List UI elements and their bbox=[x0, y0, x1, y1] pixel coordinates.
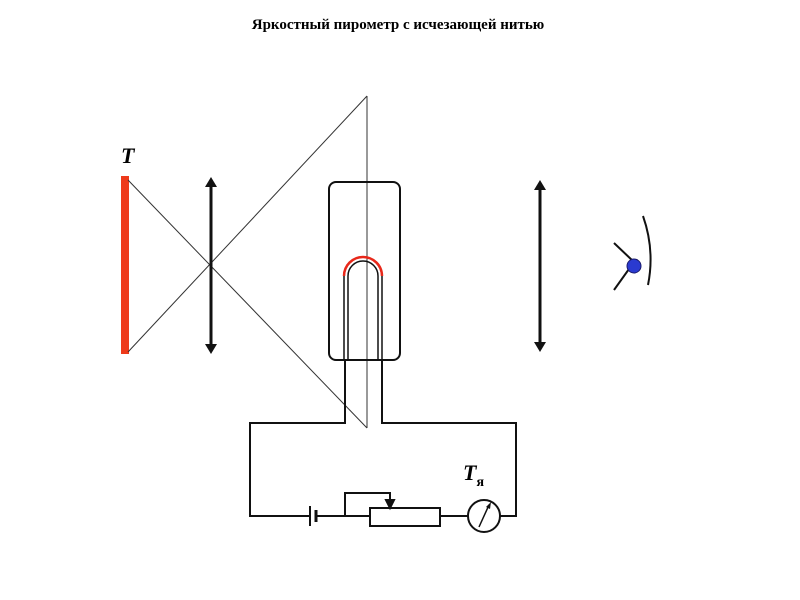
radiation-source bbox=[121, 176, 129, 354]
eye-pupil bbox=[626, 258, 642, 274]
filament-leads bbox=[343, 260, 383, 360]
rheostat bbox=[344, 492, 468, 527]
lamp-temp-label-sub: я bbox=[476, 475, 484, 490]
light-rays bbox=[127, 95, 368, 429]
source-label: Т bbox=[121, 143, 136, 168]
diagram-title: Яркостный пирометр с исчезающей нитью bbox=[252, 17, 545, 33]
lamp-wires bbox=[249, 360, 517, 517]
ray-upper bbox=[127, 179, 368, 429]
lamp-temp-label: Тя bbox=[463, 460, 484, 490]
ray-lower bbox=[127, 95, 368, 353]
filament-hot-arc bbox=[342, 255, 384, 277]
ammeter bbox=[467, 499, 501, 533]
lamp-bulb bbox=[328, 181, 401, 361]
eye-icon bbox=[613, 215, 652, 291]
battery bbox=[309, 506, 370, 526]
lamp-temp-label-main: Т bbox=[463, 460, 478, 485]
